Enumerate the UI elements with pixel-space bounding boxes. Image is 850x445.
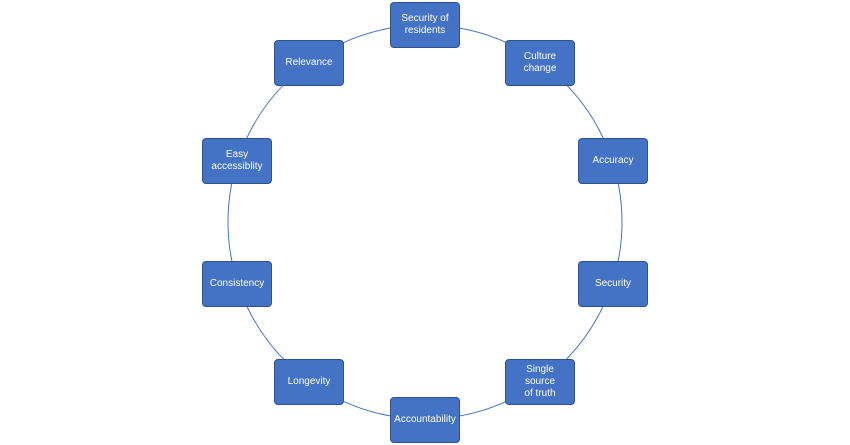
node-longevity: Longevity — [274, 359, 344, 405]
node-culture-change: Culture change — [505, 40, 575, 86]
node-easy-accessibility: Easy accessiblity — [202, 138, 272, 184]
node-consistency: Consistency — [202, 261, 272, 307]
node-accountability: Accountability — [390, 397, 460, 443]
node-security: Security — [578, 261, 648, 307]
node-single-source-of-truth: Single source of truth — [505, 359, 575, 405]
node-security-of-residents: Security of residents — [390, 2, 460, 48]
node-relevance: Relevance — [274, 40, 344, 86]
node-accuracy: Accuracy — [578, 138, 648, 184]
